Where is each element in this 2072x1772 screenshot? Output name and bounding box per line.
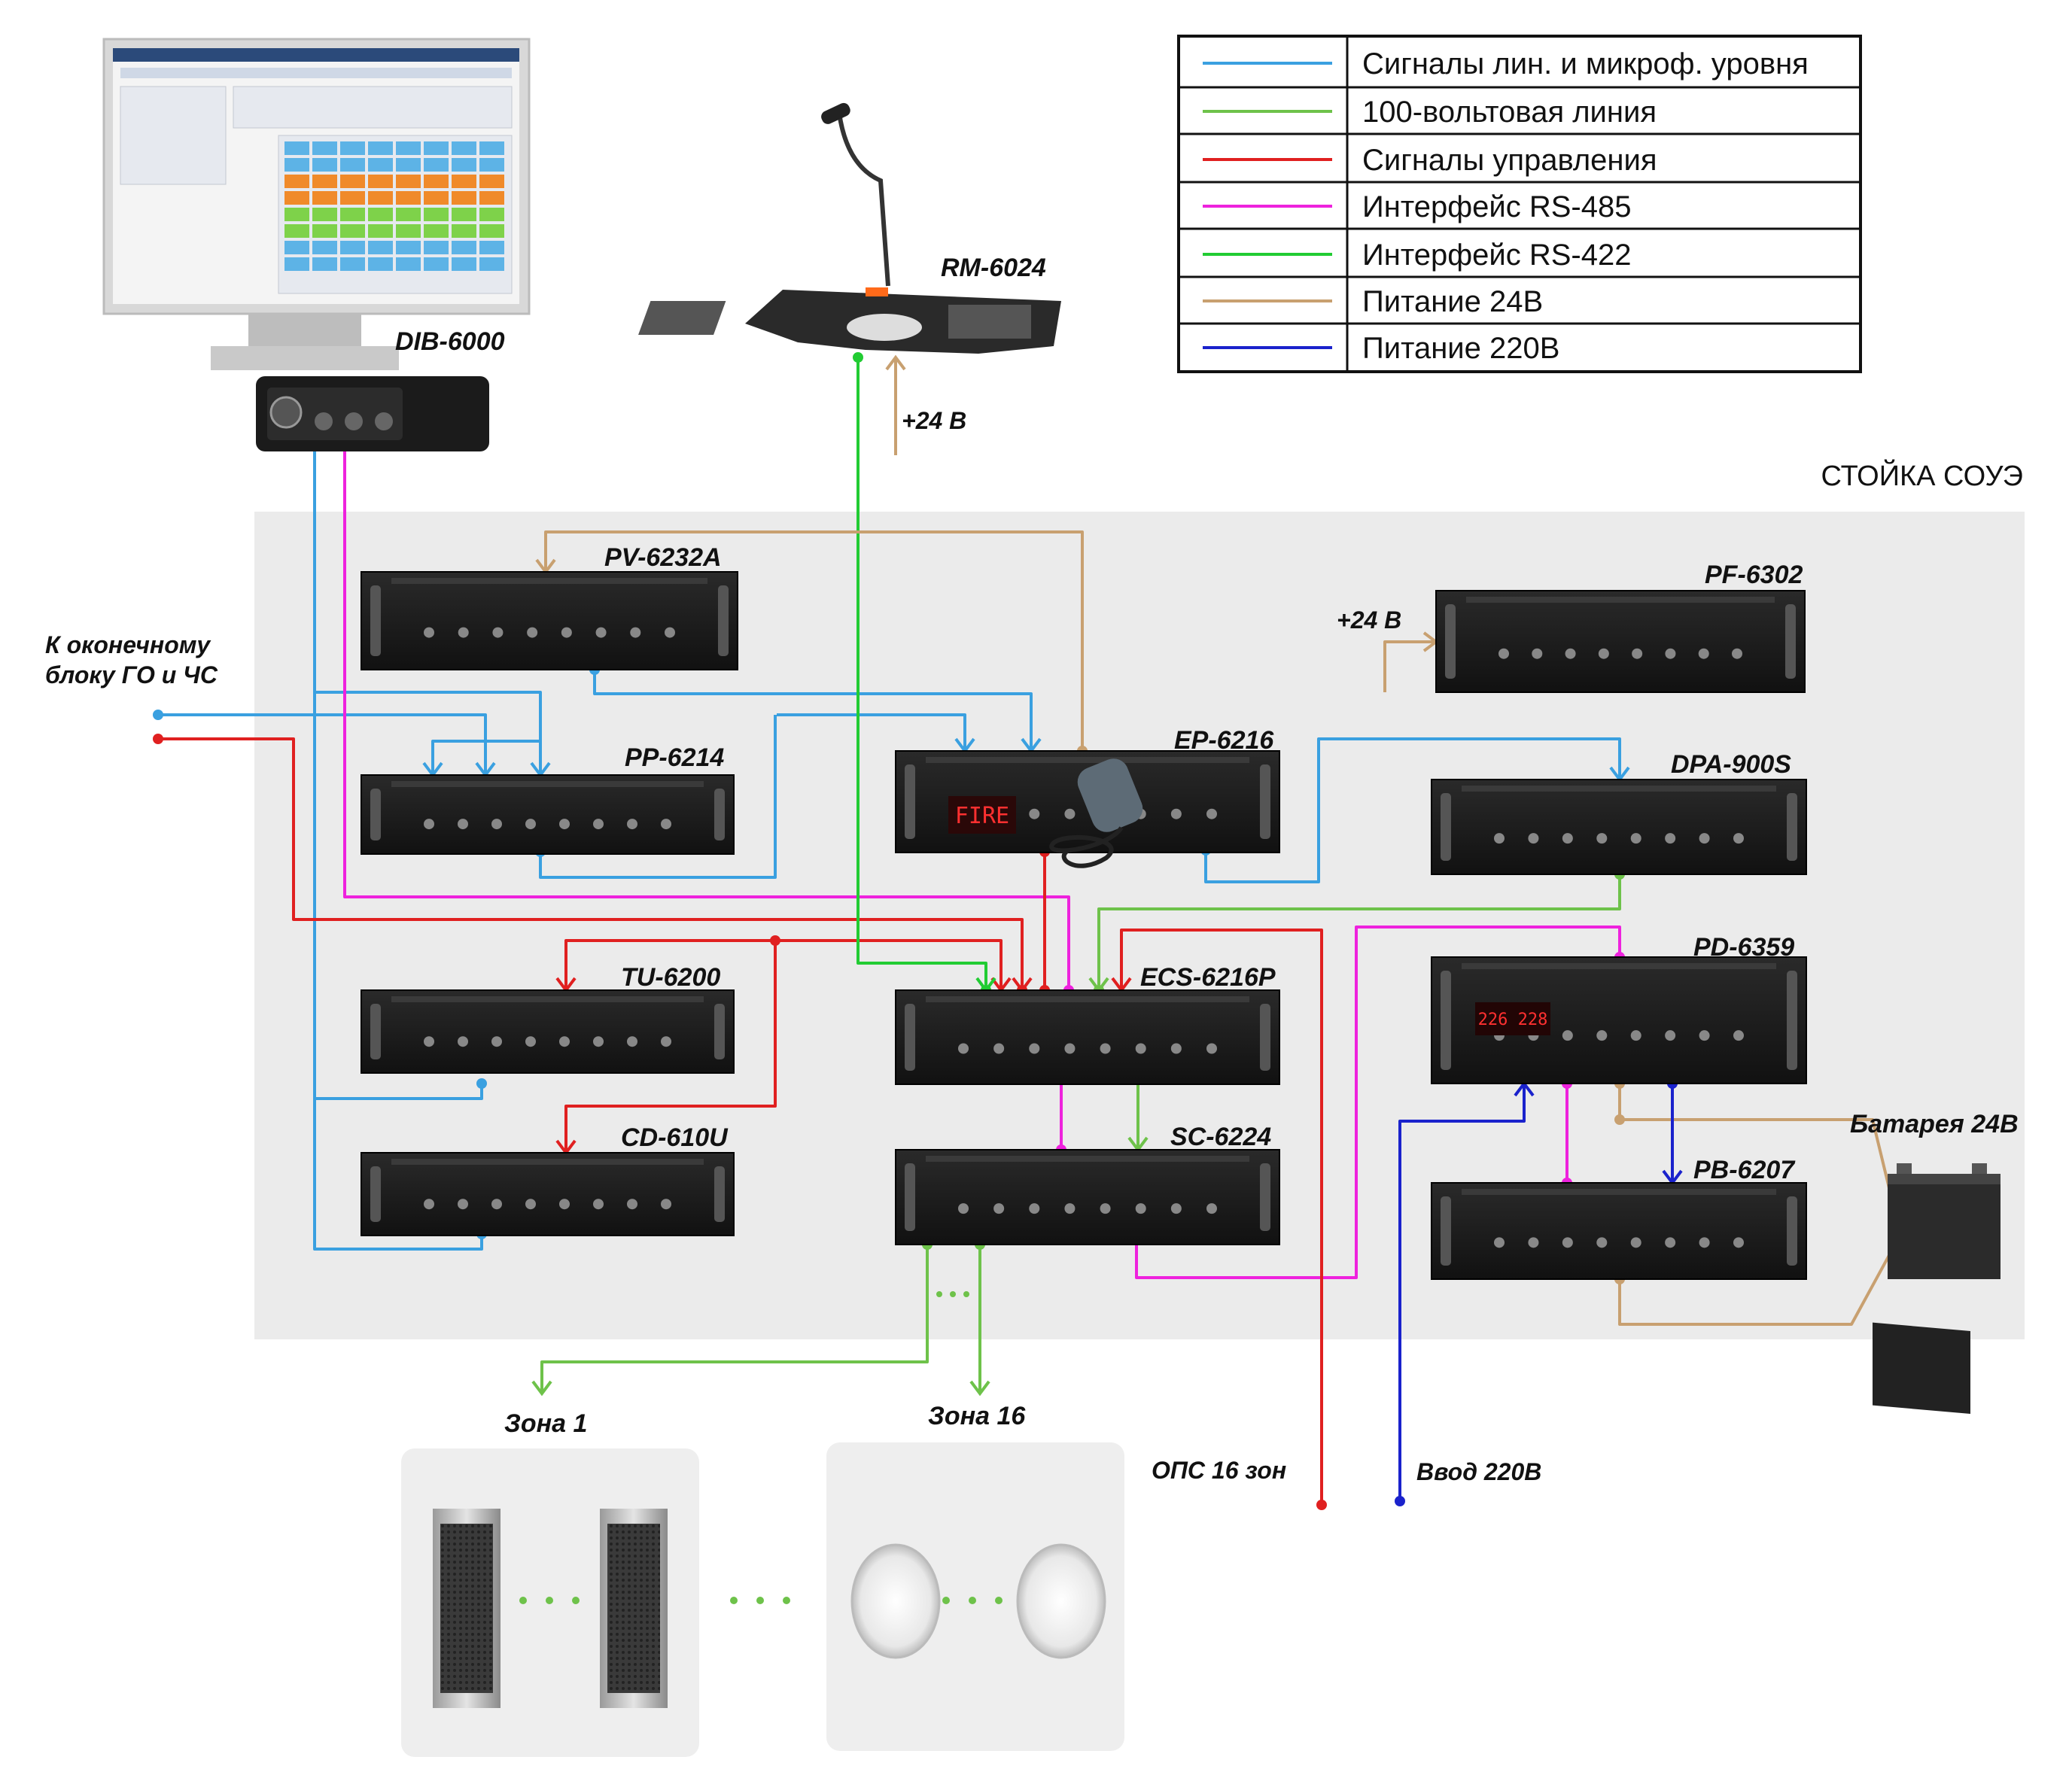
label-sc-6224: SC-6224	[1170, 1123, 1271, 1151]
legend-item: 100-вольтовая линия	[1203, 96, 1657, 129]
zone16-panel	[826, 1442, 1124, 1751]
pd-display-text: 226 228	[1478, 1011, 1548, 1029]
rm-6024-device	[638, 102, 1061, 354]
legend-label: Сигналы управления	[1362, 144, 1657, 177]
legend-item: Интерфейс RS-485	[1203, 190, 1631, 223]
label-battery: Батарея 24В	[1850, 1110, 2019, 1138]
wires-rs422	[856, 357, 987, 990]
label-go-line1: К оконечному	[45, 631, 211, 658]
wires-control	[158, 737, 1323, 1505]
pb-6207-unit	[1431, 1182, 1807, 1280]
label-pd-6359: PD-6359	[1693, 933, 1794, 962]
pd-voltage-display: 226 228	[1475, 1002, 1550, 1035]
label-ecs-6216p: ECS-6216P	[1140, 963, 1276, 992]
ceiling-speaker	[1016, 1543, 1106, 1659]
pf-6302-unit	[1435, 590, 1806, 693]
label-cd-610u: CD-610U	[621, 1123, 729, 1152]
wire-junction	[1395, 1496, 1405, 1506]
wire-junction	[476, 1078, 487, 1089]
wire-junction	[853, 352, 863, 363]
label-dpa-900s: DPA-900S	[1671, 750, 1791, 779]
label-zone16: Зона 16	[928, 1402, 1026, 1430]
label-zone1: Зона 1	[504, 1409, 587, 1438]
wires-220v	[1398, 1084, 1674, 1501]
legend-label: 100-вольтовая линия	[1362, 96, 1657, 129]
label-dib-6000: DIB-6000	[395, 327, 505, 356]
legend: Сигналы лин. и микроф. уровня 100-вольтов…	[1177, 35, 1862, 373]
sc-6224-unit	[895, 1149, 1280, 1245]
label-pv-6232a: PV-6232A	[604, 543, 722, 572]
legend-label: Питание 220В	[1362, 332, 1559, 365]
label-go-line2: блоку ГО и ЧС	[45, 661, 218, 688]
label-pf-power: +24 В	[1337, 606, 1401, 634]
pp-6214-unit	[361, 774, 735, 855]
label-pp-6214: PP-6214	[625, 743, 724, 772]
legend-label: Сигналы лин. и микроф. уровня	[1362, 47, 1809, 81]
ep-display-text: FIRE	[955, 803, 1009, 829]
wires-signal	[158, 444, 1621, 1251]
wire-arrow	[531, 1380, 552, 1397]
legend-item: Сигналы лин. и микроф. уровня	[1203, 47, 1809, 81]
wire-junction	[153, 710, 163, 720]
legend-item: Питание 24В	[1203, 285, 1543, 318]
wire-junction	[153, 734, 163, 744]
ceiling-speaker	[850, 1543, 941, 1659]
battery-24v	[1873, 1163, 2000, 1415]
label-pf-6302: PF-6302	[1705, 561, 1803, 589]
label-ep-6216: EP-6216	[1174, 726, 1274, 755]
dib-monitor	[102, 38, 531, 370]
rack-title: СТОЙКА СОУЭ	[1821, 458, 2023, 492]
tu-6200-unit	[361, 989, 735, 1074]
wires-24v	[544, 357, 1898, 1326]
wire-junction	[1614, 1114, 1625, 1125]
ellipsis-dots	[519, 1291, 1003, 1604]
column-speaker	[433, 1509, 501, 1708]
label-tu-6200: TU-6200	[621, 963, 720, 992]
column-speaker	[600, 1509, 668, 1708]
ep-fire-display: FIRE	[948, 796, 1016, 834]
label-input-220: Ввод 220В	[1416, 1458, 1541, 1485]
legend-label: Питание 24В	[1362, 285, 1543, 318]
cd-610u-unit	[361, 1152, 735, 1236]
pv-6232a-unit	[361, 571, 738, 670]
dpa-900s-unit	[1431, 779, 1807, 875]
wire-junction	[1316, 1500, 1327, 1510]
label-pb-6207: PB-6207	[1693, 1156, 1796, 1184]
legend-item: Питание 220В	[1203, 332, 1559, 365]
ecs-6216p-unit	[895, 989, 1280, 1085]
wire-arrow	[969, 1380, 990, 1397]
legend-label: Интерфейс RS-485	[1362, 190, 1631, 223]
wires-100v	[540, 874, 1621, 1394]
wire-arrow	[885, 354, 906, 371]
dib-6000-device	[256, 376, 489, 451]
label-rm-power: +24 В	[902, 407, 966, 434]
legend-item: Сигналы управления	[1203, 144, 1657, 177]
legend-label: Интерфейс RS-422	[1362, 239, 1631, 272]
wire-junction	[770, 935, 780, 946]
ep-mic-handset	[1049, 758, 1143, 868]
label-rm-6024: RM-6024	[941, 254, 1046, 282]
label-ops: ОПС 16 зон	[1152, 1457, 1286, 1484]
legend-item: Интерфейс RS-422	[1203, 239, 1631, 272]
